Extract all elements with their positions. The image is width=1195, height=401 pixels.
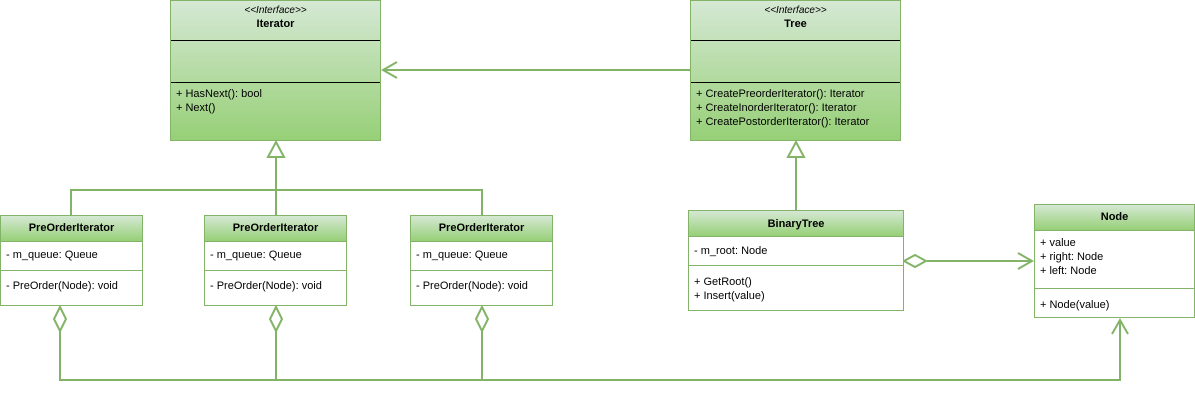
preorder-iterator-name: PreOrderIterator (438, 222, 525, 234)
tree-header: <<Interface>> Tree (691, 1, 900, 41)
tree-method: + CreatePostorderIterator(): Iterator (696, 116, 870, 128)
realization-line-preorder-3 (276, 189, 483, 215)
binary-tree-attribute: - m_root: Node (694, 245, 768, 257)
node-attribute: + right: Node (1040, 251, 1104, 263)
tree-attributes (691, 41, 900, 82)
tree-name: Tree (784, 18, 807, 30)
preorder-iterator-methods: - PreOrder(Node): void (1, 270, 142, 297)
tree-stereotype: <<Interface>> (764, 5, 827, 16)
binary-tree-methods: + GetRoot() + Insert(value) (689, 265, 903, 307)
preorder-iterator-name: PreOrderIterator (28, 222, 115, 234)
binary-tree-header: BinaryTree (689, 211, 903, 237)
tree-method: + CreatePreorderIterator(): Iterator (696, 88, 865, 100)
preorder-iterator-class[interactable]: PreOrderIterator - m_queue: Queue - PreO… (204, 215, 347, 306)
node-attribute: + left: Node (1040, 265, 1097, 277)
aggregation-arrow-node-bottom (1111, 317, 1129, 335)
realization-line-preorder-1 (70, 189, 276, 215)
iterator-method: + Next() (176, 102, 216, 114)
node-class[interactable]: Node + value + right: Node + left: Node … (1034, 204, 1195, 318)
realization-arrow-iterator (266, 139, 286, 158)
preorder-iterator-attributes: - m_queue: Queue (411, 242, 552, 270)
binary-tree-class[interactable]: BinaryTree - m_root: Node + GetRoot() + … (688, 210, 904, 311)
aggregation-arrow-node (1017, 252, 1035, 270)
node-method: + Node(value) (1040, 299, 1110, 311)
preorder-iterator-method: - PreOrder(Node): void (210, 280, 322, 292)
node-attributes: + value + right: Node + left: Node (1035, 231, 1194, 288)
preorder-iterator-attribute: - m_queue: Queue (210, 249, 302, 261)
preorder-iterator-name: PreOrderIterator (232, 222, 319, 234)
iterator-interface[interactable]: <<Interface>> Iterator + HasNext(): bool… (170, 0, 381, 141)
preorder-iterator-attributes: - m_queue: Queue (1, 242, 142, 270)
node-header: Node (1035, 205, 1194, 231)
preorder-iterator-class[interactable]: PreOrderIterator - m_queue: Queue - PreO… (0, 215, 143, 306)
node-attribute: + value (1040, 237, 1076, 249)
preorder-iterator-header: PreOrderIterator (205, 216, 346, 242)
binary-tree-name: BinaryTree (767, 218, 825, 230)
tree-methods: + CreatePreorderIterator(): Iterator + C… (691, 82, 900, 133)
preorder-iterator-methods: - PreOrder(Node): void (411, 270, 552, 297)
node-methods: + Node(value) (1035, 288, 1194, 316)
aggregation-diamond-preorder-1 (52, 304, 68, 334)
aggregation-diamond-preorder-2 (268, 304, 284, 334)
aggregation-diamond-binarytree (901, 253, 929, 269)
preorder-iterator-attributes: - m_queue: Queue (205, 242, 346, 270)
preorder-iterator-method: - PreOrder(Node): void (416, 280, 528, 292)
aggregation-diamond-preorder-3 (474, 304, 490, 334)
preorder-iterator-method: - PreOrder(Node): void (6, 280, 118, 292)
preorder-iterator-header: PreOrderIterator (411, 216, 552, 242)
iterator-attributes (171, 41, 380, 82)
tree-interface[interactable]: <<Interface>> Tree + CreatePreorderItera… (690, 0, 901, 141)
preorder-iterator-methods: - PreOrder(Node): void (205, 270, 346, 297)
iterator-method: + HasNext(): bool (176, 88, 262, 100)
iterator-methods: + HasNext(): bool + Next() (171, 82, 380, 119)
preorder-iterator-class[interactable]: PreOrderIterator - m_queue: Queue - PreO… (410, 215, 553, 306)
binary-tree-method: + GetRoot() (694, 276, 752, 288)
iterator-name: Iterator (256, 18, 295, 30)
preorder-iterator-attribute: - m_queue: Queue (6, 249, 98, 261)
realization-arrow-tree (786, 139, 806, 158)
binary-tree-method: + Insert(value) (694, 290, 765, 302)
preorder-iterator-header: PreOrderIterator (1, 216, 142, 242)
aggregation-line-bus (59, 320, 1121, 381)
association-arrow-iterator (380, 61, 398, 79)
iterator-stereotype: <<Interface>> (244, 5, 307, 16)
tree-method: + CreateInorderIterator(): Iterator (696, 102, 857, 114)
node-name: Node (1100, 211, 1129, 223)
binary-tree-attributes: - m_root: Node (689, 237, 903, 265)
iterator-header: <<Interface>> Iterator (171, 1, 380, 41)
preorder-iterator-attribute: - m_queue: Queue (416, 249, 508, 261)
